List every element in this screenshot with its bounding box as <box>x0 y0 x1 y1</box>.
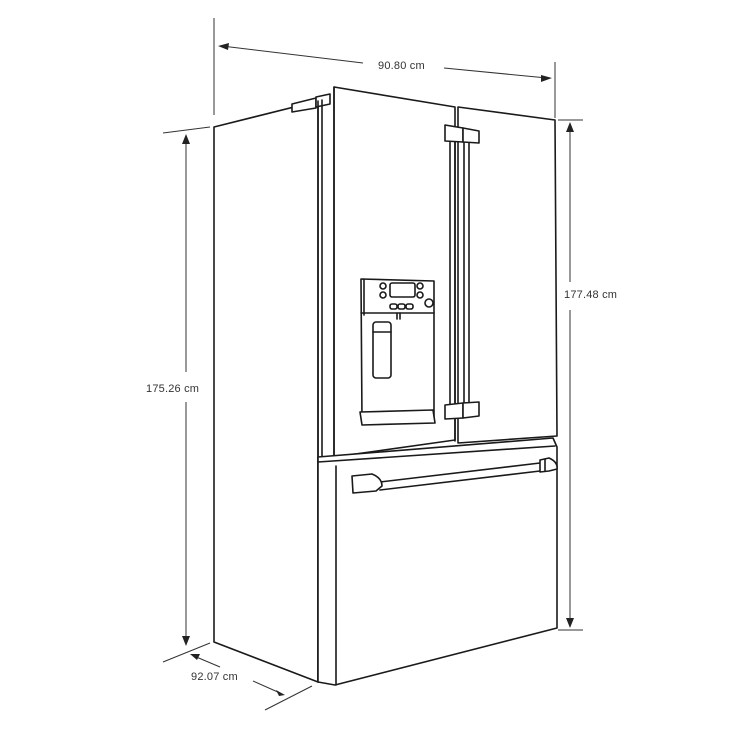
drawer-handle <box>351 457 558 494</box>
width-label: 90.80 cm <box>378 60 425 72</box>
dispenser <box>359 278 436 426</box>
freezer-drawer <box>317 437 558 686</box>
height-left-label: 175.26 cm <box>146 383 200 395</box>
depth-label: 92.07 cm <box>191 671 238 683</box>
height-right-label: 177.48 cm <box>564 289 618 301</box>
depth-dimension-line <box>162 642 313 711</box>
door-handles <box>444 124 480 442</box>
width-dimension-line <box>213 18 556 118</box>
right-door <box>457 106 558 444</box>
refrigerator-body <box>213 93 331 683</box>
right-height-dimension-line <box>558 119 583 631</box>
left-height-dimension-line <box>162 126 211 646</box>
